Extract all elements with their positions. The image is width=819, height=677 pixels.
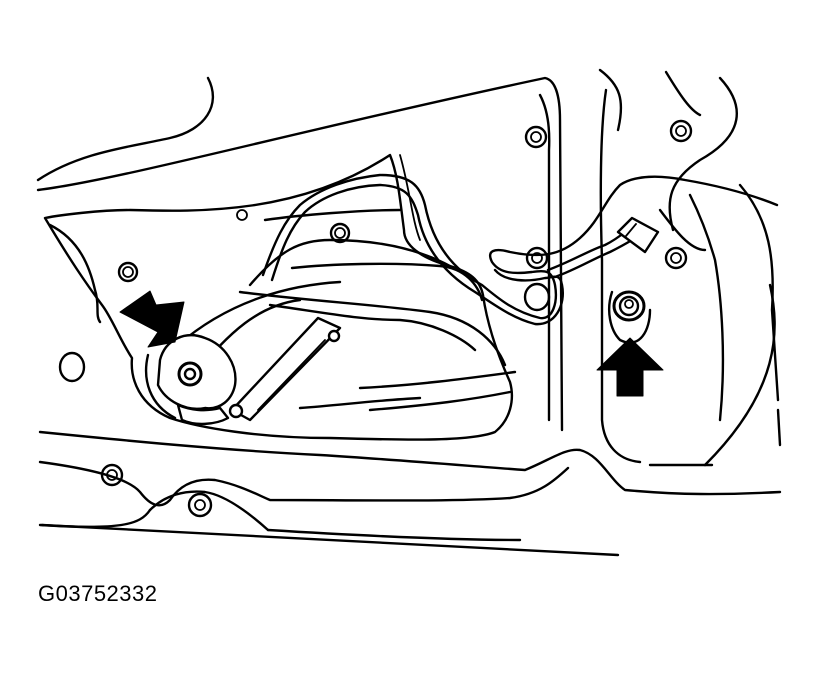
large-hole <box>523 282 551 312</box>
window-regulator <box>156 208 517 426</box>
bolt-hole <box>329 222 351 244</box>
mounting-holes <box>58 119 693 518</box>
bolt-hole <box>100 463 124 487</box>
bolt-hole <box>664 246 688 270</box>
small-hole <box>236 209 248 221</box>
wire-connector <box>616 216 660 254</box>
bolt-hole <box>525 246 549 270</box>
arrow-left-pointing-to-bolt <box>119 290 185 348</box>
figure-id-label: G03752332 <box>38 581 158 606</box>
bolt-hole <box>669 119 693 143</box>
regulator-bolt-right <box>608 290 652 344</box>
door-lower-contour <box>38 430 782 557</box>
regulator-bolt-left <box>177 361 203 387</box>
bolt-hole <box>187 492 213 518</box>
bolt-hole <box>524 125 548 149</box>
large-hole <box>58 351 86 383</box>
wiring-harness <box>261 173 779 326</box>
bolt-hole <box>117 261 139 283</box>
access-opening <box>43 153 514 441</box>
arrow-right-pointing-to-bolt <box>596 337 664 397</box>
door-inner-panel-outline <box>36 68 782 467</box>
